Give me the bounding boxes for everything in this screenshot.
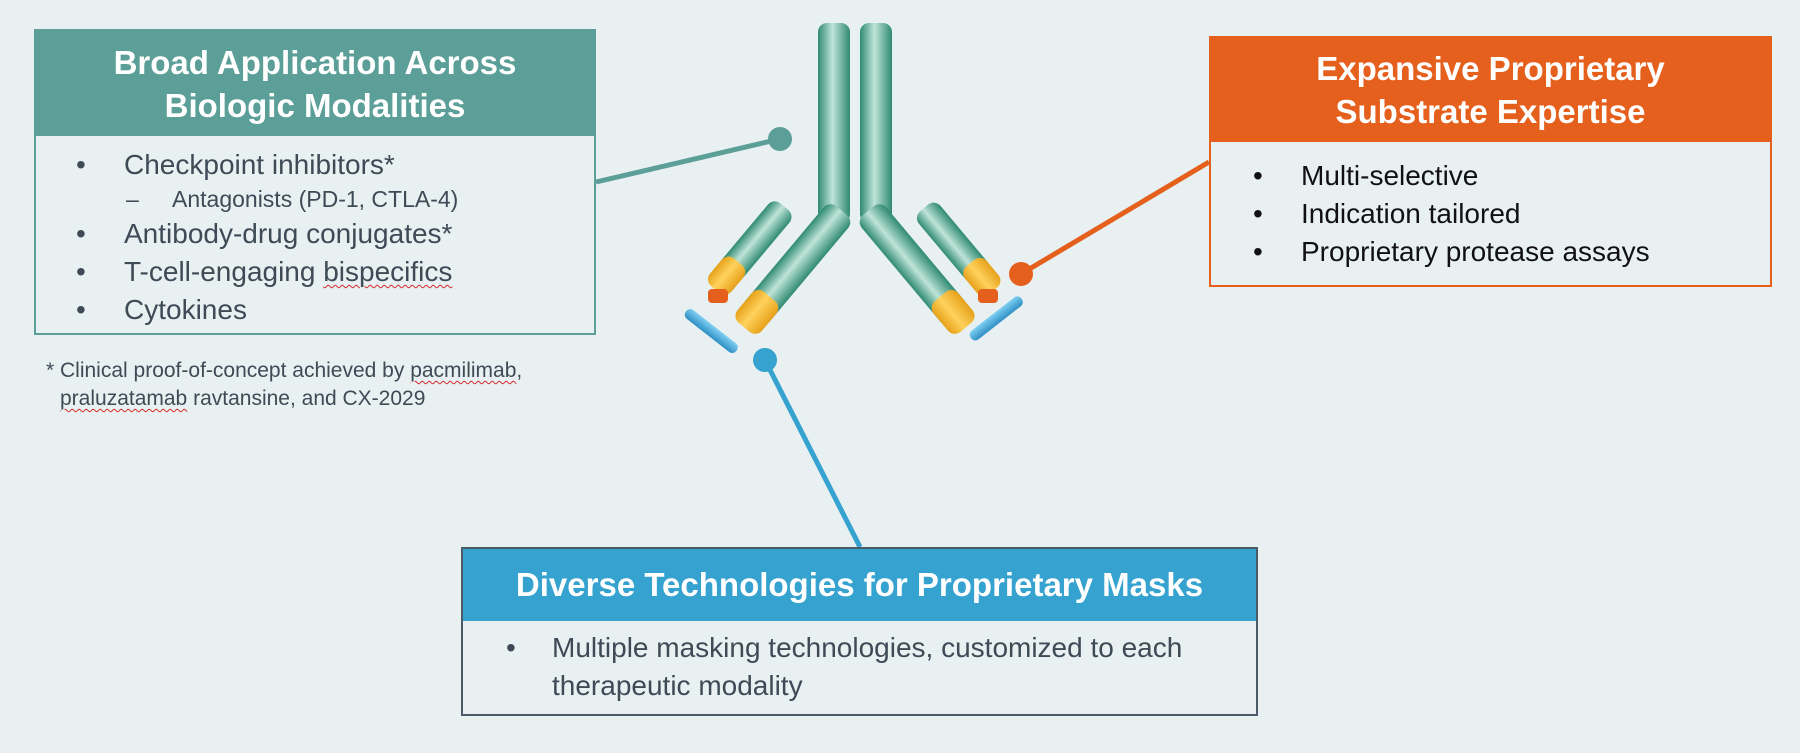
list-item: • Multiple masking technologies, customi… (463, 629, 1256, 705)
footnote-line2: praluzatamab ravtansine, and CX-2029 (46, 385, 606, 413)
list-item: • Proprietary protease assays (1211, 233, 1770, 271)
list-item-text: Multi-selective (1301, 160, 1479, 191)
list-item: • Indication tailored (1211, 195, 1770, 233)
bullet-marker: • (506, 632, 516, 663)
footnote-flagged-word: pacmilimab (410, 359, 517, 382)
modalities-title-line2: Biologic Modalities (164, 86, 466, 124)
modalities-panel-title: Broad Application Across Biologic Modali… (36, 31, 594, 136)
list-item-text: Checkpoint inhibitors* (124, 149, 395, 180)
list-sub-item: – Antagonists (PD-1, CTLA-4) (36, 184, 594, 215)
substrate-title-line1: Expansive Proprietary (1316, 50, 1665, 87)
list-item: • Multi-selective (1211, 157, 1770, 195)
list-item-text: T-cell-engaging (124, 256, 324, 287)
substrate-panel: Expansive Proprietary Substrate Expertis… (1209, 36, 1772, 287)
modalities-list: • Checkpoint inhibitors* – Antagonists (… (36, 136, 594, 329)
masks-list: • Multiple masking technologies, customi… (463, 621, 1256, 705)
modalities-title-line1: Broad Application Across (113, 43, 517, 81)
connector-bottom-dot (753, 348, 777, 372)
list-item-text: Multiple masking technologies, customize… (552, 632, 1183, 701)
footnote-flagged-word: praluzatamab (60, 387, 188, 410)
mask-right (969, 289, 1023, 341)
bullet-marker: • (76, 294, 86, 325)
list-item-text: Proprietary protease assays (1301, 236, 1650, 267)
sub-bullet-marker: – (126, 186, 139, 212)
connector-bottom (762, 358, 863, 549)
list-item: • T-cell-engaging bispecifics (36, 253, 594, 291)
footnote-text: , (516, 359, 523, 382)
antibody-light-chain-left (708, 201, 792, 295)
connector-right (1019, 159, 1211, 277)
masks-panel: Diverse Technologies for Proprietary Mas… (461, 547, 1258, 716)
masks-title: Diverse Technologies for Proprietary Mas… (515, 566, 1204, 603)
antibody-heavy-chain-right (859, 23, 975, 334)
mask-left (684, 289, 738, 354)
connector-left-dot (768, 127, 792, 151)
connector-right-dot (1009, 262, 1033, 286)
list-item-text: Antibody-drug conjugates* (124, 218, 453, 249)
substrate-panel-title: Expansive Proprietary Substrate Expertis… (1211, 38, 1770, 142)
footnote-text: ravtansine, and CX-2029 (187, 387, 426, 410)
substrate-title-line2: Substrate Expertise (1335, 93, 1646, 130)
list-item-text: Indication tailored (1301, 198, 1521, 229)
antibody-light-chain-right (916, 202, 1001, 297)
list-item-text-flagged: bispecifics (323, 256, 453, 287)
connector-left (595, 136, 781, 185)
list-item: • Checkpoint inhibitors* (36, 146, 594, 184)
bullet-marker: • (76, 149, 86, 180)
footnote-line1: * Clinical proof-of-concept achieved by … (46, 357, 606, 385)
footnote-text: * Clinical proof-of-concept achieved by (46, 359, 411, 382)
bullet-marker: • (76, 218, 86, 249)
masks-panel-title: Diverse Technologies for Proprietary Mas… (463, 549, 1256, 621)
list-item-text: Cytokines (124, 294, 247, 325)
bullet-marker: • (1253, 236, 1263, 267)
footnote: * Clinical proof-of-concept achieved by … (46, 357, 606, 413)
bullet-marker: • (76, 256, 86, 287)
substrate-list: • Multi-selective • Indication tailored … (1211, 142, 1770, 271)
antibody-heavy-chain-left (735, 23, 851, 334)
list-item-text: Antagonists (PD-1, CTLA-4) (172, 186, 459, 212)
list-item: • Cytokines (36, 291, 594, 329)
bullet-marker: • (1253, 198, 1263, 229)
modalities-panel: Broad Application Across Biologic Modali… (34, 29, 596, 335)
list-item: • Antibody-drug conjugates* (36, 215, 594, 253)
bullet-marker: • (1253, 160, 1263, 191)
